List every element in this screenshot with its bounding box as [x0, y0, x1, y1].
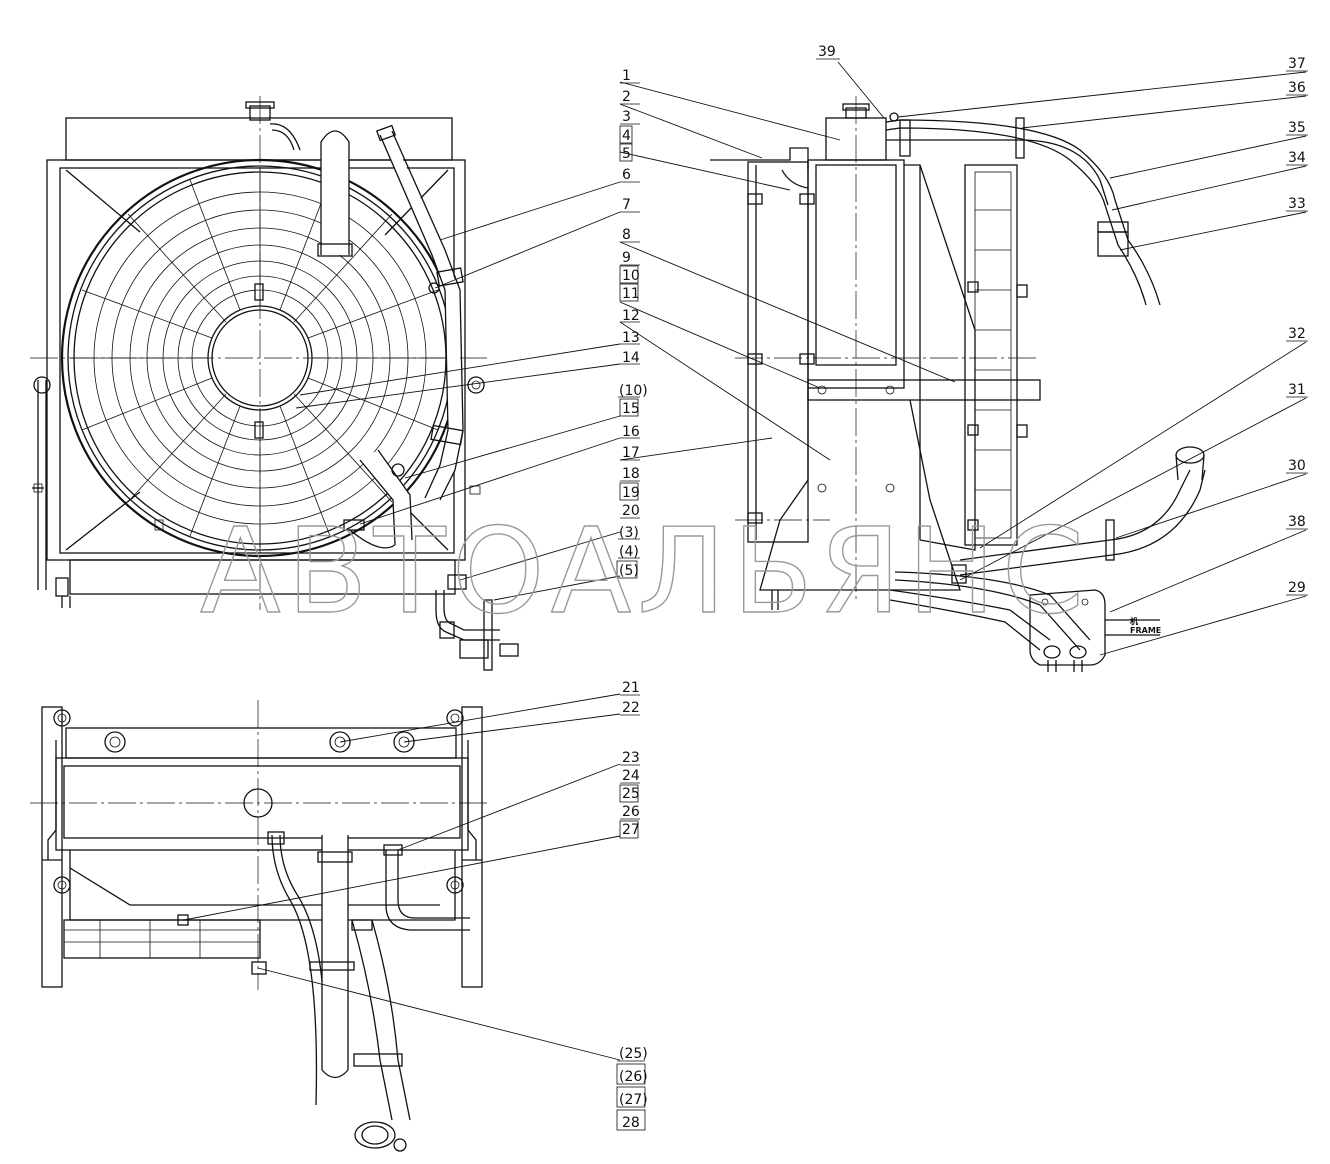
callout-9: 9	[622, 250, 631, 266]
callout-14: 14	[622, 350, 640, 366]
callout-26: 26	[622, 804, 640, 820]
callout-15: 15	[622, 401, 640, 417]
callout-3: 3	[622, 109, 631, 125]
callout-2: 2	[622, 89, 631, 105]
callout-34: 34	[1288, 150, 1306, 166]
callout-29: 29	[1288, 580, 1306, 596]
callout-26-ref: (26)	[619, 1069, 648, 1085]
callout-5: 5	[622, 146, 631, 162]
callout-23: 23	[622, 750, 640, 766]
callout-3-ref: (3)	[619, 525, 639, 541]
callout-27: 27	[622, 822, 640, 838]
callout-1: 1	[622, 68, 631, 84]
side-view: 机 FRAME	[710, 96, 1206, 672]
callout-37: 37	[1288, 56, 1306, 72]
callout-16: 16	[622, 424, 640, 440]
watermark-text: АВТОАЛЬЯНС	[200, 502, 1090, 640]
callout-7: 7	[622, 197, 631, 213]
front-view	[30, 96, 519, 671]
callout-4-ref: (4)	[619, 544, 639, 560]
callout-21: 21	[622, 680, 640, 696]
callout-17: 17	[622, 445, 640, 461]
callout-30: 30	[1288, 458, 1306, 474]
bottom-view	[30, 700, 490, 1152]
callout-8: 8	[622, 227, 631, 243]
callout-6: 6	[622, 167, 631, 183]
callout-labels: 1 2 3 4 5 6 7 8 9 10 11 12 13 14 (10) 15…	[619, 44, 1306, 1131]
callout-24: 24	[622, 768, 640, 784]
callout-10: 10	[622, 268, 640, 284]
callout-20: 20	[622, 503, 640, 519]
callout-35: 35	[1288, 120, 1306, 136]
frame-cn-label: 机	[1130, 616, 1138, 626]
callout-18: 18	[622, 466, 640, 482]
label-frames	[616, 58, 1308, 1131]
callout-12: 12	[622, 308, 640, 324]
callout-39: 39	[818, 44, 836, 60]
callout-22: 22	[622, 700, 640, 716]
callout-5-ref: (5)	[619, 563, 639, 579]
callout-25-ref: (25)	[619, 1046, 648, 1062]
callout-33: 33	[1288, 196, 1306, 212]
callout-32: 32	[1288, 326, 1306, 342]
callout-31: 31	[1288, 382, 1306, 398]
callout-25: 25	[622, 786, 640, 802]
frame-label: FRAME	[1130, 626, 1161, 635]
callout-4: 4	[622, 128, 631, 144]
callout-28: 28	[622, 1115, 640, 1131]
callout-36: 36	[1288, 80, 1306, 96]
leader-lines	[183, 61, 1307, 1061]
callout-13: 13	[622, 330, 640, 346]
callout-10-ref: (10)	[619, 383, 648, 399]
callout-38: 38	[1288, 514, 1306, 530]
callout-19: 19	[622, 485, 640, 501]
callout-27-ref: (27)	[619, 1092, 648, 1108]
callout-11: 11	[622, 286, 640, 302]
